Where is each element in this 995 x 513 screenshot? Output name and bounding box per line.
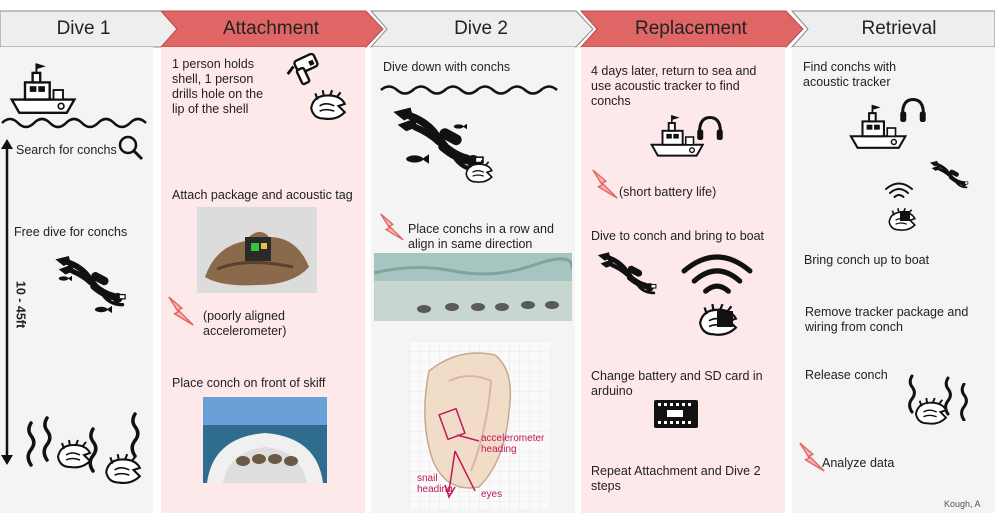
- signal-icon: [884, 181, 914, 201]
- place-row-text: Place conchs in a row and align in same …: [408, 222, 554, 251]
- fish-icon: [94, 305, 112, 314]
- photo-conch-with-package: [197, 207, 317, 293]
- attach-package-text: Attach package and acoustic tag: [172, 188, 353, 202]
- photo-annotated-conch: [409, 341, 549, 509]
- author-credit: Kough, A: [944, 499, 981, 509]
- change-battery-text: Change battery and SD card in arduino: [591, 369, 763, 398]
- fish-icon: [58, 275, 72, 282]
- photo-illustration: [197, 207, 317, 293]
- find-conchs-text: Find conchs with acoustic tracker: [803, 60, 897, 89]
- column-dive-1: Search for conchs 10 - 45ft Free dive fo…: [0, 47, 153, 513]
- dive-bring-text: Dive to conch and bring to boat: [591, 229, 765, 243]
- seaweed-icon: [24, 419, 38, 469]
- waves-icon: [380, 85, 558, 95]
- stage-label: Attachment: [222, 18, 320, 39]
- stage-label: Replacement: [635, 18, 747, 39]
- conch-icon: [54, 439, 94, 473]
- lightning-icon: [379, 212, 405, 242]
- snail-heading-label: snail heading: [417, 473, 453, 495]
- short-battery-text: (short battery life): [619, 185, 717, 199]
- misaligned-text: (poorly aligned accelerometer): [203, 309, 287, 338]
- free-dive-text: Free dive for conchs: [14, 225, 128, 239]
- release-conch-text: Release conch: [805, 368, 888, 382]
- seaweed-icon: [40, 409, 54, 469]
- accelerometer-heading-label: accelerometer heading: [481, 433, 545, 455]
- bring-up-text: Bring conch up to boat: [804, 253, 930, 267]
- depth-arrow: [1, 139, 13, 465]
- magnifier-icon: [118, 135, 144, 161]
- tracker-package: [717, 311, 733, 327]
- column-replacement: 4 days later, return to sea and use acou…: [581, 47, 785, 513]
- lightning-icon: [591, 167, 619, 201]
- column-dive-2: Dive down with conchs Place conchs in a …: [371, 47, 575, 513]
- fish-icon: [453, 123, 467, 130]
- waves-icon: [1, 117, 147, 129]
- analyze-data-text: Analyze data: [822, 456, 895, 470]
- stage-label: Retrieval: [861, 18, 937, 39]
- photo-illustration: [374, 253, 572, 321]
- search-conchs-text: Search for conchs: [16, 143, 117, 157]
- photo-conchs-on-skiff: [203, 397, 327, 483]
- conch-icon: [912, 397, 950, 429]
- conch-icon: [102, 453, 144, 489]
- place-skiff-text: Place conch on front of skiff: [172, 376, 326, 390]
- stage-retrieval: Retrieval: [790, 10, 995, 48]
- dive-down-text: Dive down with conchs: [383, 60, 511, 74]
- depth-label: 10 - 45ft: [13, 280, 28, 329]
- diver-icon: [595, 249, 665, 299]
- lightning-icon: [167, 295, 195, 327]
- column-retrieval: Find conchs with acoustic tracker Bring …: [792, 47, 995, 513]
- fish-icon: [405, 153, 429, 165]
- eyes-label: eyes: [481, 489, 503, 500]
- headphones-icon: [695, 113, 725, 143]
- headphones-icon: [898, 95, 928, 125]
- repeat-steps-text: Repeat Attachment and Dive 2 steps: [591, 464, 761, 493]
- conch-icon: [463, 159, 495, 187]
- stage-replacement: Replacement: [579, 10, 804, 48]
- hold-drill-text: 1 person holds shell, 1 person drills ho…: [172, 57, 264, 116]
- stage-dive-2: Dive 2: [369, 10, 594, 48]
- return-sea-text: 4 days later, return to sea and use acou…: [591, 64, 757, 108]
- remove-tracker-text: Remove tracker package and wiring from c…: [805, 305, 969, 334]
- stage-attachment: Attachment: [159, 10, 384, 48]
- signal-icon: [679, 253, 755, 299]
- photo-illustration: [203, 397, 327, 483]
- tracker-package: [900, 211, 910, 221]
- seaweed-icon: [958, 383, 970, 421]
- stage-dive-1: Dive 1: [0, 10, 183, 48]
- stage-label: Dive 2: [454, 18, 508, 39]
- diver-icon: [928, 159, 974, 191]
- boat-icon: [6, 61, 82, 119]
- photo-illustration: [409, 341, 549, 509]
- photo-conchs-in-row: [374, 253, 572, 321]
- conch-icon: [307, 89, 349, 125]
- column-attachment: 1 person holds shell, 1 person drills ho…: [161, 47, 365, 513]
- arduino-icon: [654, 400, 698, 428]
- diver-icon: [52, 252, 136, 312]
- stage-label: Dive 1: [56, 18, 111, 39]
